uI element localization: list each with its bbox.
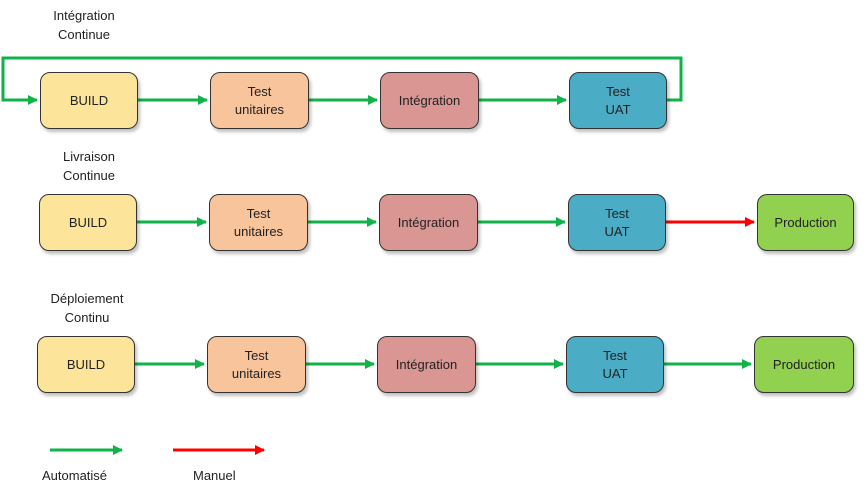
cdl-stage-production: Production	[757, 194, 854, 251]
cdd-stage-integration: Intégration	[377, 336, 476, 393]
cdd-stage-build: BUILD	[37, 336, 135, 393]
cdl-stage-integration: Intégration	[379, 194, 478, 251]
cdd-stage-production: Production	[754, 336, 854, 393]
cdl-stage-build: BUILD	[39, 194, 137, 251]
legend-automated-label: Automatisé	[42, 468, 108, 483]
legend-manual-label: Manuel	[193, 468, 236, 483]
ci-stage-integration: Intégration	[380, 72, 479, 129]
ci-feedback-loop	[1, 56, 683, 105]
ci-stage-build: BUILD	[40, 72, 138, 129]
